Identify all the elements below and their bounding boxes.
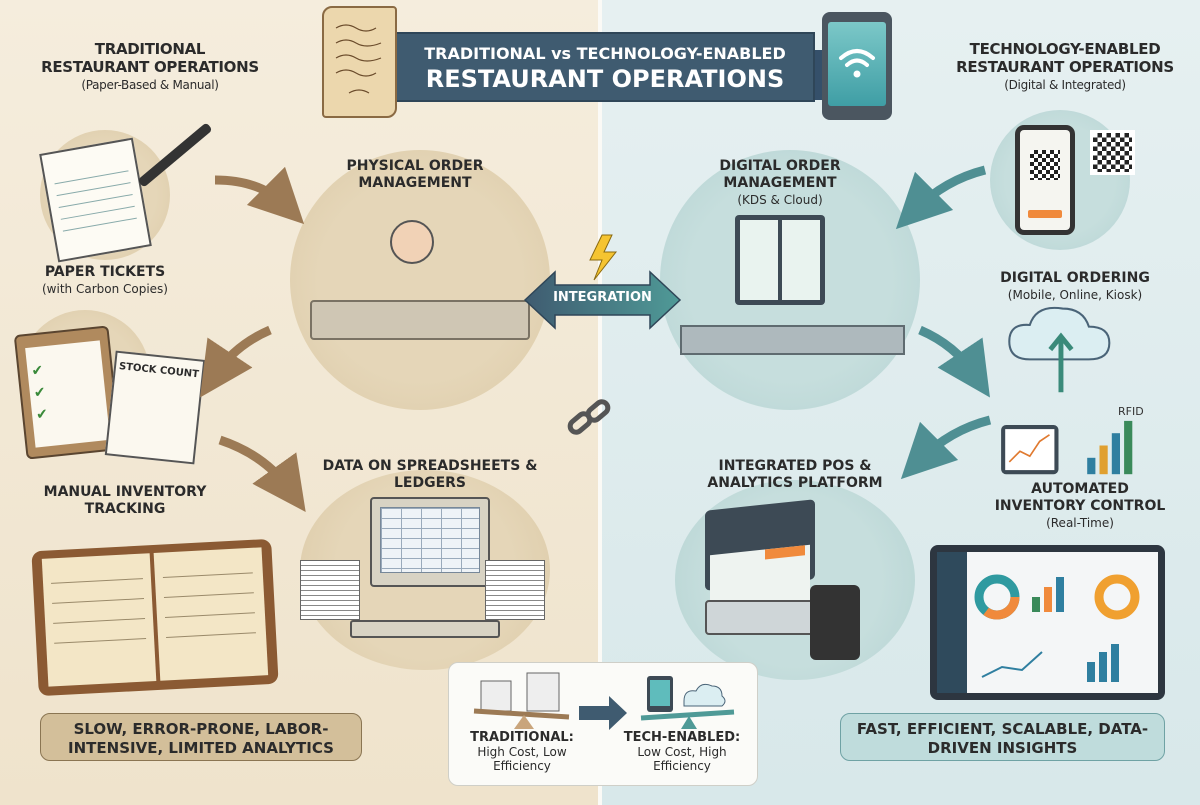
- paper-tickets-label: PAPER TICKETS (with Carbon Copies): [20, 264, 190, 298]
- crt-monitor-icon: [370, 497, 490, 587]
- automated-inventory-title: AUTOMATED INVENTORY CONTROL: [994, 481, 1166, 514]
- balance-scales-icon: [473, 672, 735, 730]
- tech-summary: FAST, EFFICIENT, SCALABLE, DATA-DRIVEN I…: [840, 713, 1165, 761]
- analytics-dashboard-icon: [930, 545, 1165, 700]
- digital-ordering-label: DIGITAL ORDERING (Mobile, Online, Kiosk): [990, 270, 1160, 304]
- kitchen-counter-icon: [310, 300, 530, 340]
- automated-inventory-subtitle: (Real-Time): [1046, 516, 1114, 530]
- chain-link-icon: [567, 399, 611, 435]
- stock-count-text: STOCK COUNT: [118, 361, 200, 381]
- traditional-comparison-detail: High Cost, Low Efficiency: [477, 745, 567, 773]
- pos-terminal-icon: [705, 499, 815, 626]
- rfid-label: RFID: [1118, 405, 1144, 418]
- manual-inventory-label: MANUAL INVENTORY TRACKING: [43, 484, 207, 517]
- cloud-inventory-icon: [1001, 306, 1133, 475]
- tech-comparison: TECH-ENABLED: Low Cost, High Efficiency: [617, 730, 747, 774]
- card-reader-icon: [810, 585, 860, 660]
- title-line-2: RESTAURANT OPERATIONS: [425, 65, 785, 93]
- tech-comparison-label: TECH-ENABLED:: [623, 730, 741, 745]
- spreadsheets-label: DATA ON SPREADSHEETS & LEDGERS: [322, 458, 538, 491]
- paper-tickets-title: PAPER TICKETS: [44, 264, 166, 280]
- digital-order-label: DIGITAL ORDER MANAGEMENT (KDS & Cloud): [690, 158, 870, 209]
- paper-stack-left: [300, 560, 360, 620]
- tech-comparison-detail: Low Cost, High Efficiency: [637, 745, 727, 773]
- keyboard-icon: [350, 620, 500, 638]
- clipboard-icon: ✔ ✔ ✔: [13, 325, 122, 460]
- digital-order-title: DIGITAL ORDER MANAGEMENT: [719, 158, 841, 191]
- kitchen-counter-steel: [680, 325, 905, 355]
- right-header-title: TECHNOLOGY-ENABLED RESTAURANT OPERATIONS: [956, 40, 1174, 76]
- title-line-1: TRADITIONAL vs TECHNOLOGY-ENABLED: [424, 44, 786, 63]
- physical-order-illustration: [290, 150, 550, 410]
- kds-screen-icon: [735, 215, 825, 305]
- title-banner: TRADITIONAL vs TECHNOLOGY-ENABLED RESTAU…: [300, 6, 900, 120]
- svg-text:✔: ✔: [35, 406, 48, 423]
- svg-text:✔: ✔: [33, 384, 46, 401]
- qr-code-icon: [1090, 130, 1135, 175]
- digital-order-subtitle: (KDS & Cloud): [737, 193, 823, 207]
- pos-label: INTEGRATED POS & ANALYTICS PLATFORM: [707, 458, 883, 491]
- right-header: TECHNOLOGY-ENABLED RESTAURANT OPERATIONS…: [945, 40, 1185, 94]
- integration-arrow: [523, 234, 682, 330]
- traditional-comparison-label: TRADITIONAL:: [470, 730, 574, 745]
- right-header-subtitle: (Digital & Integrated): [1004, 78, 1126, 92]
- physical-order-label: PHYSICAL ORDER MANAGEMENT: [346, 158, 484, 191]
- stock-count-sheet: STOCK COUNT: [104, 350, 206, 465]
- left-header-subtitle: (Paper-Based & Manual): [81, 78, 219, 92]
- svg-text:✔: ✔: [31, 362, 44, 379]
- traditional-summary: SLOW, ERROR-PRONE, LABOR-INTENSIVE, LIMI…: [40, 713, 362, 761]
- smartphone-qr-icon: [1015, 125, 1075, 235]
- automated-inventory-label: AUTOMATED INVENTORY CONTROL (Real-Time): [990, 481, 1170, 532]
- ledger-book-icon: [31, 538, 279, 697]
- digital-ordering-title: DIGITAL ORDERING: [1000, 270, 1150, 286]
- left-header-title: TRADITIONAL RESTAURANT OPERATIONS: [41, 40, 259, 76]
- page-title: TRADITIONAL vs TECHNOLOGY-ENABLED RESTAU…: [395, 32, 815, 102]
- left-header: TRADITIONAL RESTAURANT OPERATIONS (Paper…: [40, 40, 260, 94]
- chef-icon: [390, 220, 434, 264]
- paper-ticket-icon: [39, 137, 152, 263]
- scroll-icon: [322, 6, 397, 118]
- paper-stack-right: [485, 560, 545, 620]
- digital-ordering-subtitle: (Mobile, Online, Kiosk): [1007, 288, 1143, 302]
- integration-label: INTEGRATION: [553, 290, 652, 305]
- tablet-wifi-icon: [822, 12, 892, 120]
- traditional-comparison: TRADITIONAL: High Cost, Low Efficiency: [457, 730, 587, 774]
- paper-tickets-subtitle: (with Carbon Copies): [42, 282, 168, 296]
- lightning-icon: [589, 234, 618, 281]
- cost-efficiency-comparison: TRADITIONAL: High Cost, Low Efficiency T…: [448, 662, 758, 786]
